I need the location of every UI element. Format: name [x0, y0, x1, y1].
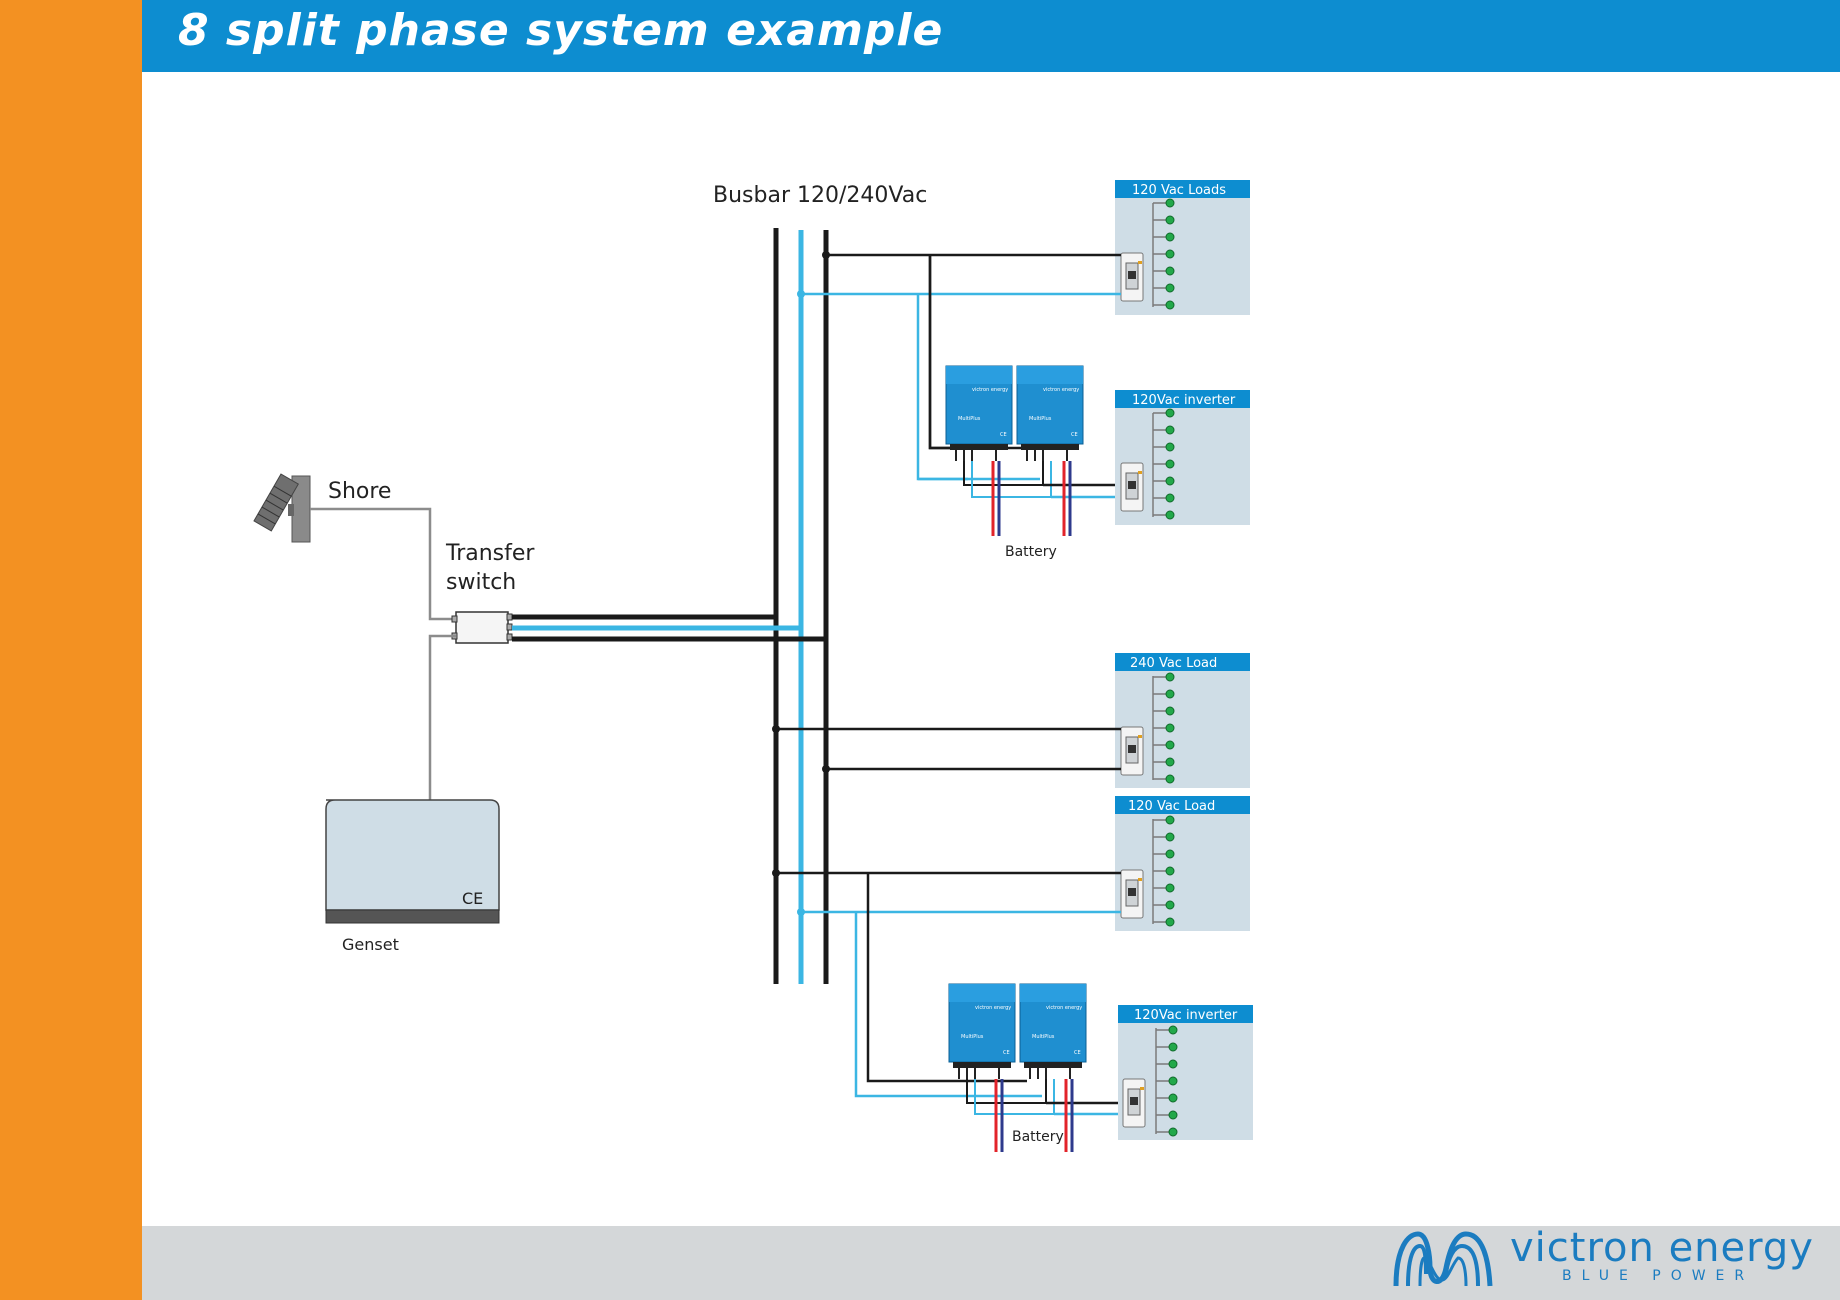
- panel-title: 120Vac inverter: [1132, 393, 1236, 408]
- brand-name: victron energy: [1510, 1225, 1814, 1271]
- inverter-unit: victron energy MultiPlus CE: [948, 983, 1016, 1080]
- panel-title: 120 Vac Load: [1128, 799, 1215, 814]
- svg-text:victron energy: victron energy: [975, 1005, 1011, 1011]
- svg-text:MultiPlus: MultiPlus: [961, 1034, 984, 1040]
- svg-text:CE: CE: [1074, 1050, 1081, 1056]
- victron-logo-icon: [1393, 1231, 1493, 1287]
- svg-text:victron energy: victron energy: [972, 387, 1008, 393]
- footer-bar: [142, 1226, 1840, 1300]
- panel-title: 120 Vac Loads: [1132, 183, 1226, 198]
- panel-title: 240 Vac Load: [1130, 656, 1217, 671]
- svg-text:MultiPlus: MultiPlus: [958, 416, 981, 422]
- transfer-switch: [455, 611, 509, 644]
- page-title: 8 split phase system example: [178, 5, 944, 56]
- transfer-switch-label: Transfer switch: [445, 541, 541, 595]
- genset: CE: [325, 799, 500, 924]
- svg-text:CE: CE: [1071, 432, 1078, 438]
- inverter-unit: victron energy MultiPlus CE: [1016, 365, 1084, 462]
- side-accent-bar: [0, 0, 142, 1300]
- panel-title: 120Vac inverter: [1134, 1008, 1238, 1023]
- busbar-label: Busbar 120/240Vac: [713, 183, 927, 208]
- svg-text:MultiPlus: MultiPlus: [1029, 416, 1052, 422]
- svg-text:CE: CE: [1000, 432, 1007, 438]
- load-panel-120vac-inverter: 120Vac inverter: [1115, 390, 1250, 525]
- inverter-unit: victron energy MultiPlus CE: [945, 365, 1013, 462]
- shore-cable: [310, 507, 456, 621]
- load-panel-120vac-load: 120 Vac Load: [1115, 796, 1250, 931]
- inverter-unit: victron energy MultiPlus CE: [1019, 983, 1087, 1080]
- shore-label: Shore: [328, 479, 391, 504]
- load-panel-120vac-loads: 120 Vac Loads: [1115, 180, 1250, 315]
- load-panel-120vac-inverter: 120Vac inverter: [1118, 1005, 1253, 1140]
- battery-label: Battery: [1005, 544, 1057, 560]
- load-panel-240vac-load: 240 Vac Load: [1115, 653, 1250, 788]
- battery-label: Battery: [1012, 1129, 1064, 1145]
- svg-text:MultiPlus: MultiPlus: [1032, 1034, 1055, 1040]
- svg-text:CE: CE: [462, 889, 483, 908]
- svg-text:victron energy: victron energy: [1043, 387, 1079, 393]
- genset-cable: [428, 634, 456, 800]
- genset-label: Genset: [342, 935, 399, 954]
- svg-text:CE: CE: [1003, 1050, 1010, 1056]
- brand-tagline: BLUE POWER: [1562, 1268, 1755, 1284]
- title-bar: [142, 0, 1840, 72]
- svg-text:victron energy: victron energy: [1046, 1005, 1082, 1011]
- shore-plug-icon: [253, 473, 311, 543]
